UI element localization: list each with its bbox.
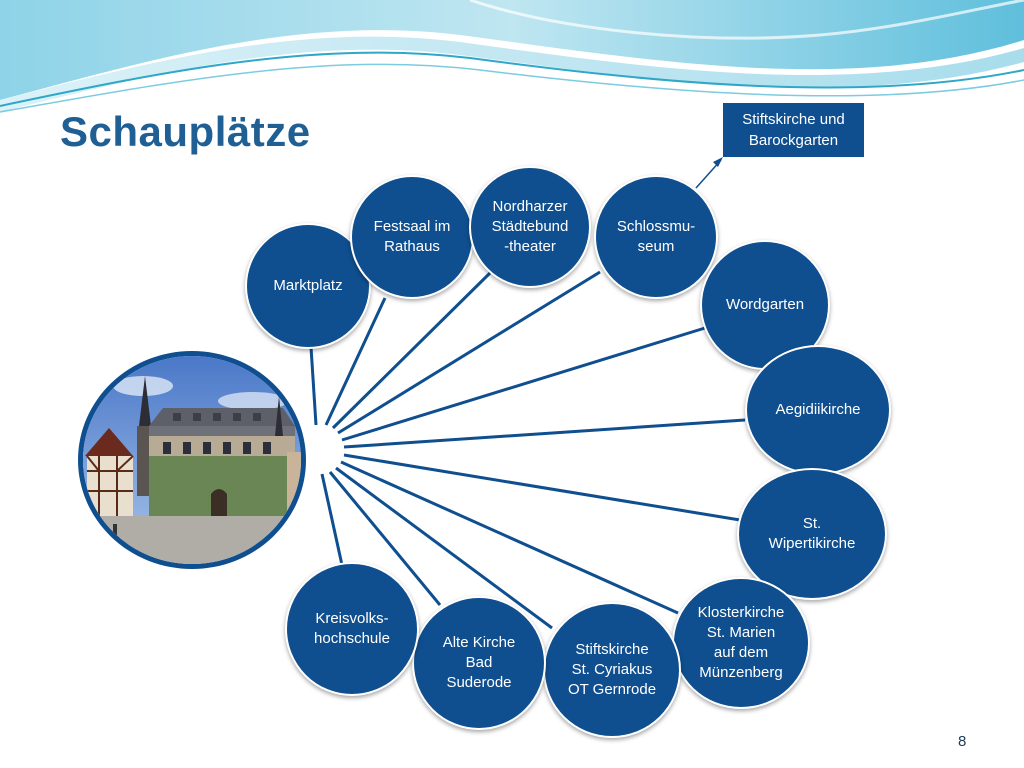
node-label: Stiftskirche St. Cyriakus OT Gernrode	[567, 641, 657, 698]
node-klosterkirche: Klosterkirche St. Marien auf dem Münzenb…	[672, 577, 810, 709]
callout-label: Stiftskirche und Barockgarten	[742, 111, 845, 149]
node-label: Kreisvolks- hochschule	[314, 610, 390, 647]
node-kreisvolkshochschule: Kreisvolks- hochschule	[285, 562, 419, 696]
node-wipertikirche: St. Wipertikirche	[737, 468, 887, 600]
node-label: Alte Kirche Bad Suderode	[442, 634, 516, 691]
node-label: Aegidiikirche	[775, 401, 861, 418]
callout-arrowhead	[713, 157, 723, 167]
node-theater: Nordharzer Städtebund -theater	[469, 166, 591, 288]
town-hall-photo	[78, 351, 306, 569]
connector-marktplatz	[309, 346, 318, 426]
node-label: Klosterkirche St. Marien auf dem Münzenb…	[697, 604, 785, 681]
connector-cyriakus	[335, 466, 553, 630]
connector-aegidiikirche	[343, 418, 746, 449]
connector-festsaal	[324, 297, 387, 426]
connector-schlossmuseum	[337, 270, 601, 435]
node-label: Marktplatz	[273, 277, 343, 294]
callout-box: Stiftskirche und Barockgarten	[723, 103, 864, 157]
node-festsaal: Festsaal im Rathaus	[350, 175, 474, 299]
connector-wipertikirche	[343, 453, 741, 522]
node-label: Festsaal im Rathaus	[373, 218, 451, 255]
connector-klosterkirche	[340, 460, 679, 615]
node-aegidiikirche: Aegidiikirche	[745, 345, 891, 475]
node-label: Nordharzer Städtebund -theater	[491, 198, 569, 255]
header-wave-decoration	[0, 0, 1024, 113]
page-title: Schauplätze	[60, 108, 311, 155]
node-cyriakus: Stiftskirche St. Cyriakus OT Gernrode	[543, 602, 681, 738]
node-label: Schlossmu- seum	[616, 218, 696, 255]
connector-kreisvolkshochschule	[320, 473, 344, 566]
town-hall-illustration	[83, 356, 301, 564]
node-alte-kirche: Alte Kirche Bad Suderode	[412, 596, 546, 730]
connector-wordgarten	[341, 326, 706, 442]
node-label: Wordgarten	[725, 296, 805, 313]
page-number: 8	[958, 733, 967, 750]
connector-alte-kirche	[328, 471, 442, 606]
node-schlossmuseum: Schlossmu- seum	[594, 175, 718, 299]
connector-theater	[331, 271, 492, 430]
node-label: St. Wipertikirche	[768, 515, 856, 552]
